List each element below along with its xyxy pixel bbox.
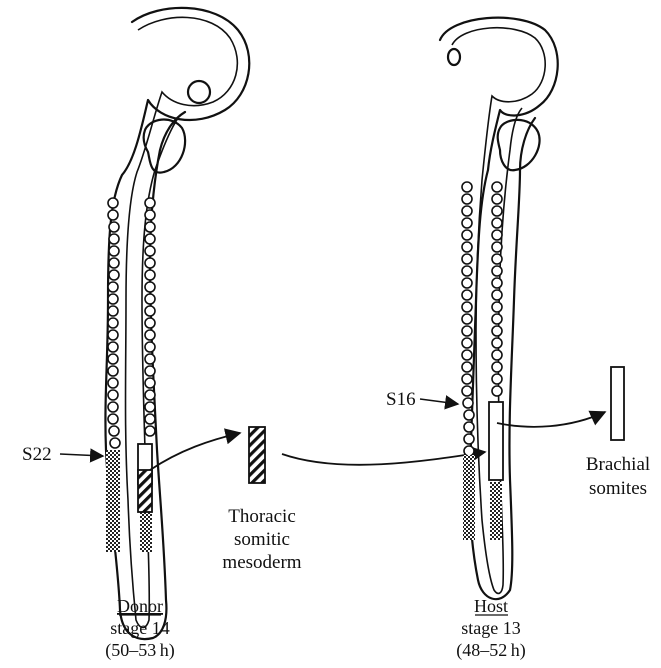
- host-marker-label: S16: [386, 389, 416, 410]
- donor-hatched-graft-site: [138, 470, 152, 512]
- graft-label-line3: mesoderm: [222, 552, 301, 573]
- donor-somites: [108, 198, 155, 448]
- donor-optic-vesicle: [188, 81, 210, 103]
- removed-label-line1: Brachial: [586, 454, 650, 475]
- host-embryo: [440, 18, 558, 599]
- graft-label-line1: Thoracic: [228, 506, 296, 527]
- donor-presomitic-mesoderm-left: [106, 450, 120, 552]
- removed-brachial-segment: [611, 367, 624, 440]
- host-graft-site: [489, 402, 503, 480]
- arrow-graft-to-host: [282, 452, 485, 465]
- arrow-host-to-brachial: [497, 412, 605, 427]
- donor-marker-arrow: [60, 454, 103, 456]
- graft-segment: [249, 427, 265, 483]
- host-presomitic-mesoderm-left: [463, 455, 475, 540]
- host-heart: [498, 120, 540, 170]
- donor-age: (50–53 h): [105, 640, 175, 661]
- host-presomitic-mesoderm-right: [490, 482, 502, 540]
- graft-label-line2: somitic: [234, 529, 290, 550]
- host-otic-vesicle: [448, 49, 460, 65]
- donor-title: Donor: [117, 596, 163, 616]
- donor-stage: stage 14: [110, 618, 169, 638]
- host-stage: stage 13: [461, 618, 520, 638]
- host-age: (48–52 h): [456, 640, 526, 661]
- removed-label-line2: somites: [589, 478, 647, 499]
- donor-marker-label: S22: [22, 444, 52, 465]
- arrow-donor-to-graft: [150, 433, 240, 470]
- donor-embryo: [105, 8, 249, 639]
- host-marker-arrow: [420, 399, 458, 404]
- host-title: Host: [474, 596, 508, 616]
